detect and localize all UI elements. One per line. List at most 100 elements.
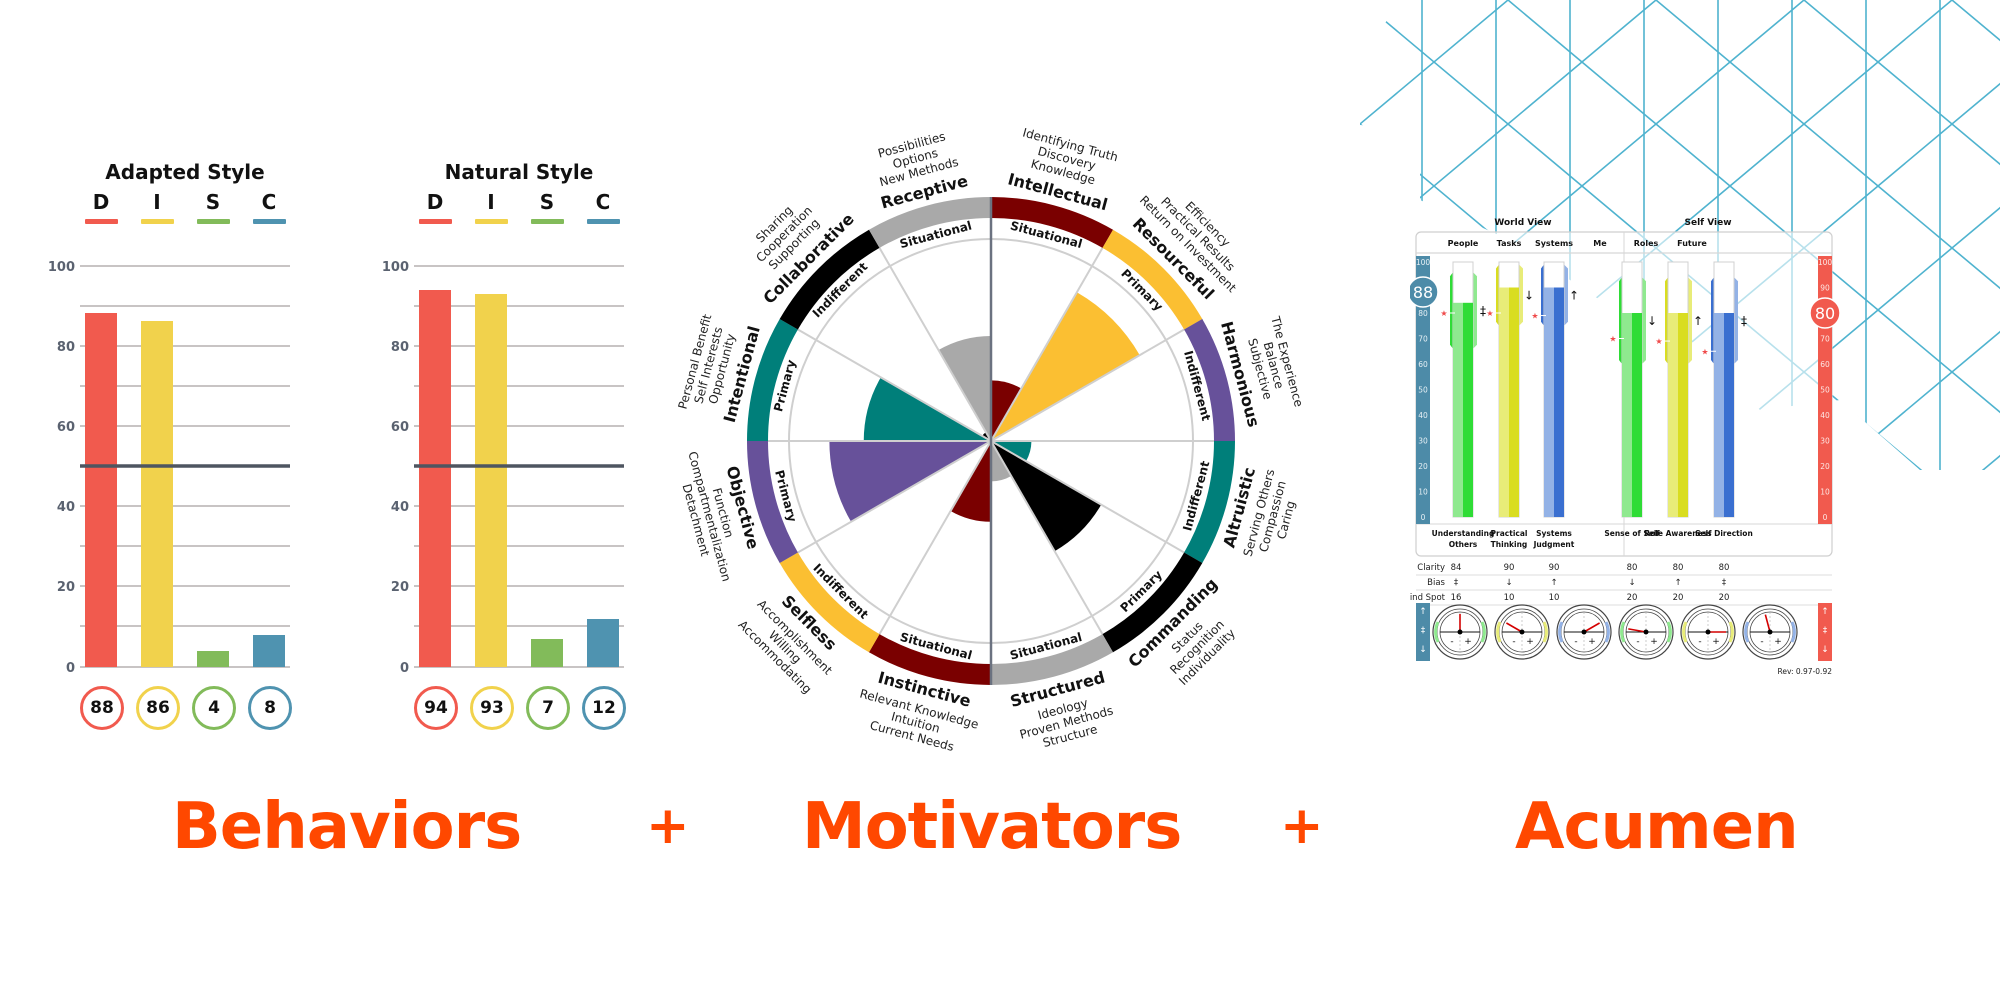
svg-text:80: 80 [1627,563,1638,573]
svg-text:Tasks: Tasks [1497,239,1522,248]
svg-text:↓: ↓ [1647,314,1657,328]
tube-future: ★‡ [1701,261,1747,518]
legend-c-swatch [587,219,620,224]
bar-i [141,321,173,667]
acumen-tubes: ★‡★↓★↑★↓★↑★‡ [1440,261,1747,518]
tube-people: ★‡ [1440,261,1486,518]
score-s: 7 [526,686,570,730]
svg-text:Bias: Bias [1427,578,1445,588]
legend-c-swatch [253,219,286,224]
svg-text:80: 80 [1719,563,1730,573]
svg-text:Thinking: Thinking [1491,540,1528,549]
bias-dial: -+ [1556,604,1612,660]
svg-text:0: 0 [1421,513,1426,522]
bar-s [531,639,563,667]
svg-text:Future: Future [1677,239,1707,248]
band-instinctive [869,634,991,685]
adapted-bar-plot: 100 80 60 40 20 0 [48,260,290,676]
svg-text:-: - [1574,637,1577,647]
svg-text:50: 50 [1820,386,1830,395]
band-resourceful [1102,229,1203,330]
tube-tasks: ★↓ [1486,261,1534,518]
bar-d [85,313,117,667]
y-axis-ticks: 100 80 60 40 20 0 [382,260,409,676]
wedge-resourceful [991,292,1140,441]
right-score-badge [1809,297,1841,329]
svg-text:50: 50 [1418,386,1428,395]
svg-text:40: 40 [1418,411,1428,420]
svg-text:+: + [1712,637,1720,647]
acumen-chart: World View Self View People Tasks Systems M… [1402,218,1841,676]
svg-text:60: 60 [1820,360,1830,369]
svg-text:★: ★ [1655,337,1662,346]
band-collaborative [779,229,880,330]
svg-text:Self View: Self View [1684,218,1731,228]
svg-text:60: 60 [1418,360,1428,369]
bias-dial: -+ [1680,604,1736,660]
legend-d: D [92,190,110,214]
tube-me: ★↓ [1609,261,1657,518]
outer-category-band [747,197,1235,685]
motivators-wheel: SituationalIntellectualKnowledgeDiscover… [676,125,1306,754]
score-d: 88 [80,686,124,730]
score-i: 86 [136,686,180,730]
legend-c: C [261,190,277,214]
svg-text:★: ★ [1609,335,1616,344]
svg-text:40: 40 [57,500,75,515]
svg-text:0: 0 [1823,513,1828,522]
svg-text:Self Direction: Self Direction [1695,529,1753,538]
legend-i-swatch [141,219,174,224]
svg-text:100: 100 [48,260,75,275]
svg-text:20: 20 [1673,593,1684,603]
svg-text:+: + [1464,637,1472,647]
legend-d: D [426,190,444,214]
headline-acumen: Acumen [1515,790,1799,864]
svg-text:People: People [1448,239,1479,248]
band-commanding [1102,552,1203,653]
svg-text:‡: ‡ [1741,314,1747,328]
svg-text:100: 100 [1818,258,1833,267]
svg-text:20: 20 [57,580,75,595]
wedge-receptive [938,335,991,441]
svg-text:★: ★ [1486,309,1493,318]
bar-s [197,651,229,667]
svg-text:Roles: Roles [1634,239,1659,248]
bar-d [419,290,451,667]
svg-text:60: 60 [57,420,75,435]
svg-text:↑: ↑ [1550,578,1557,588]
svg-text:★: ★ [1440,309,1447,318]
score-d: 94 [414,686,458,730]
plus-sign-1: + [646,796,690,856]
svg-text:↓: ↓ [1524,289,1534,303]
band-intellectual [991,197,1113,248]
legend-s: S [205,190,221,214]
svg-text:0: 0 [400,661,409,676]
svg-text:Role Awareness: Role Awareness [1644,529,1712,538]
svg-text:40: 40 [1820,411,1830,420]
left-bias-legend [1416,603,1430,661]
svg-text:‡: ‡ [1454,578,1459,588]
svg-text:Systems: Systems [1535,239,1573,248]
natural-bar-plot: 100 80 60 40 20 0 [382,260,624,676]
svg-text:Me: Me [1593,239,1607,248]
svg-text:World View: World View [1494,218,1551,228]
svg-text:+: + [1774,637,1782,647]
svg-text:20: 20 [1418,462,1428,471]
legend-i: I [487,190,495,214]
svg-text:70: 70 [1418,335,1428,344]
motivator-value-wedges [829,292,1140,552]
svg-text:Others: Others [1449,540,1478,549]
svg-text:↓: ↓ [1505,578,1512,588]
legend-s-swatch [531,219,564,224]
acumen-panel: World View Self View People Tasks Systems M… [1402,210,1870,690]
svg-text:↓: ↓ [1628,578,1635,588]
svg-text:80: 80 [57,340,75,355]
svg-text:★: ★ [1531,312,1538,321]
svg-text:60: 60 [391,420,409,435]
svg-text:-: - [1450,637,1453,647]
right-score-value: 80 [1815,304,1835,323]
legend-s-swatch [197,219,230,224]
svg-text:90: 90 [1549,563,1560,573]
svg-text:80: 80 [1673,563,1684,573]
wedge-intellectual [991,380,1022,441]
